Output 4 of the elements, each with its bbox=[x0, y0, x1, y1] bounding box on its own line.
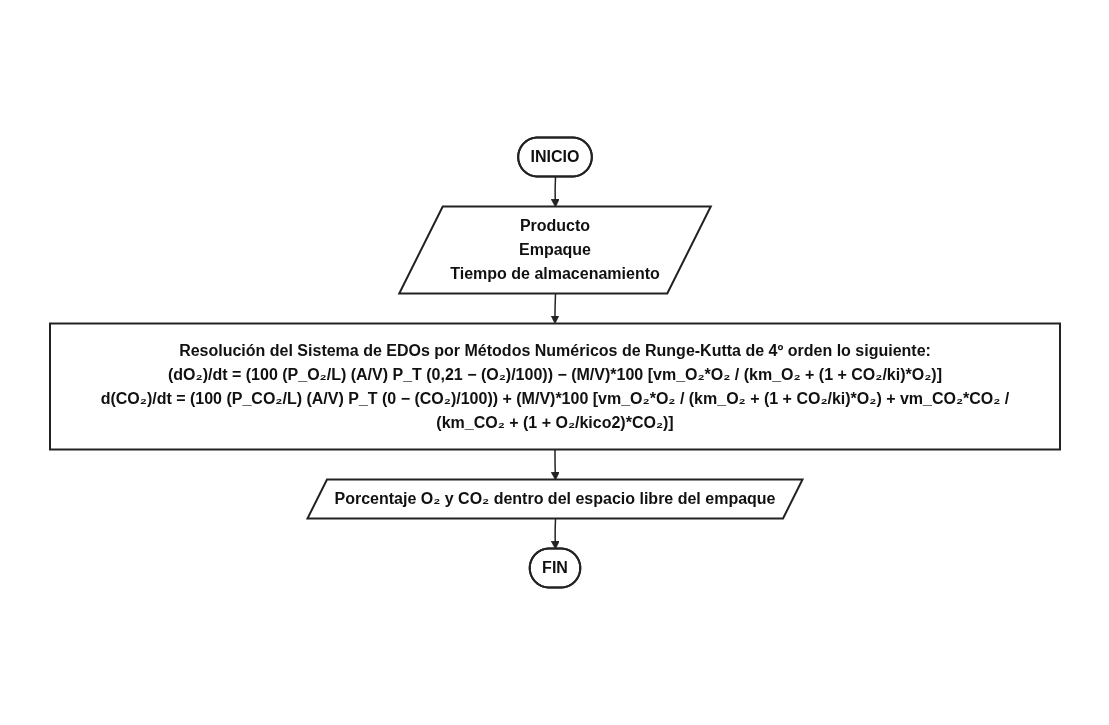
arrow bbox=[550, 293, 559, 324]
node-box: Porcentaje O₂ y CO₂ dentro del espacio libre del empaque bbox=[305, 478, 804, 520]
node-box: Resolución del Sistema de EDOs por Métodos Numéricos de Runge-Kutta de 4º orden lo siguiente: (dO₂)/dt = (100 (P_O₂/L) (A/V) P_T (0,21 − (O₂)/100)) − (M/V)*100 [vm_O₂*O₂ / (km_O₂ + (1 + CO₂/ki)*O₂)] d(CO₂)/dt = (100 (P_CO₂/L) (A/V) P_T (0 − (CO₂)/100)) + (M/V)*100 [vm_O₂*O₂ / (km_O₂ + (1 + CO₂/ki)*O₂) + vm_CO₂*CO₂ / (km_CO₂ + (1 + O₂/kico2)*CO₂)] bbox=[48, 322, 1061, 451]
arrow bbox=[550, 518, 560, 550]
